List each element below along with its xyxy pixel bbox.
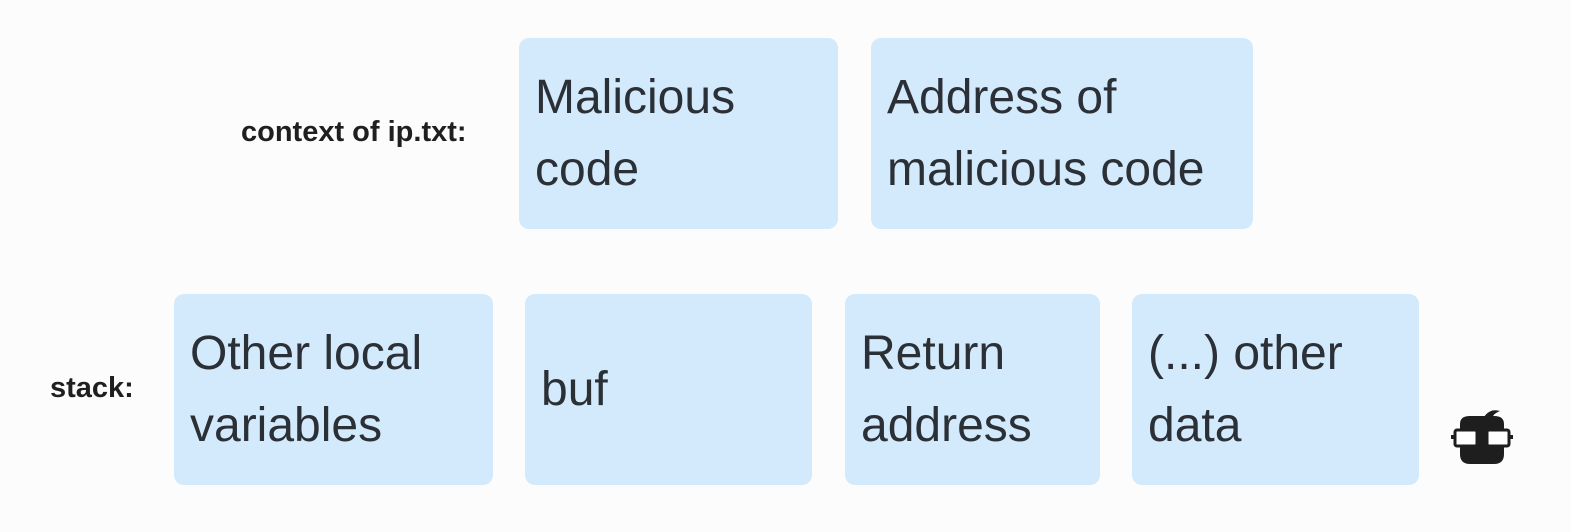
other-data-text: (...) other data bbox=[1148, 326, 1343, 452]
buf-text: buf bbox=[541, 362, 608, 416]
other-data-box: (...) other data bbox=[1132, 294, 1419, 485]
buf-box: buf bbox=[525, 294, 812, 485]
stack-row-label: stack: bbox=[50, 372, 134, 404]
malicious-code-address-text: Address of malicious code bbox=[887, 70, 1205, 196]
file-row-label: context of ip.txt: bbox=[241, 116, 467, 148]
malicious-code-address-box: Address of malicious code bbox=[871, 38, 1253, 229]
nerd-face-glasses-icon bbox=[1451, 410, 1513, 464]
return-address-text: Return address bbox=[861, 326, 1032, 452]
malicious-code-text: Malicious code bbox=[535, 70, 736, 196]
return-address-box: Return address bbox=[845, 294, 1100, 485]
local-variables-text: Other local variables bbox=[190, 326, 423, 452]
malicious-code-box: Malicious code bbox=[519, 38, 838, 229]
local-variables-box: Other local variables bbox=[174, 294, 493, 485]
